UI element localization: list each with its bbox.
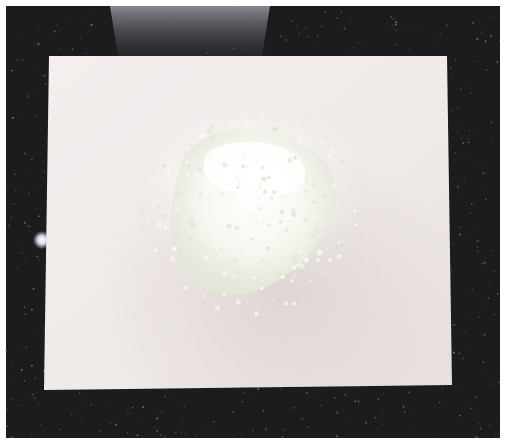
- countertop-glare: [110, 6, 270, 56]
- powder-pile: [135, 100, 365, 317]
- countertop-specks: [5, 5, 501, 439]
